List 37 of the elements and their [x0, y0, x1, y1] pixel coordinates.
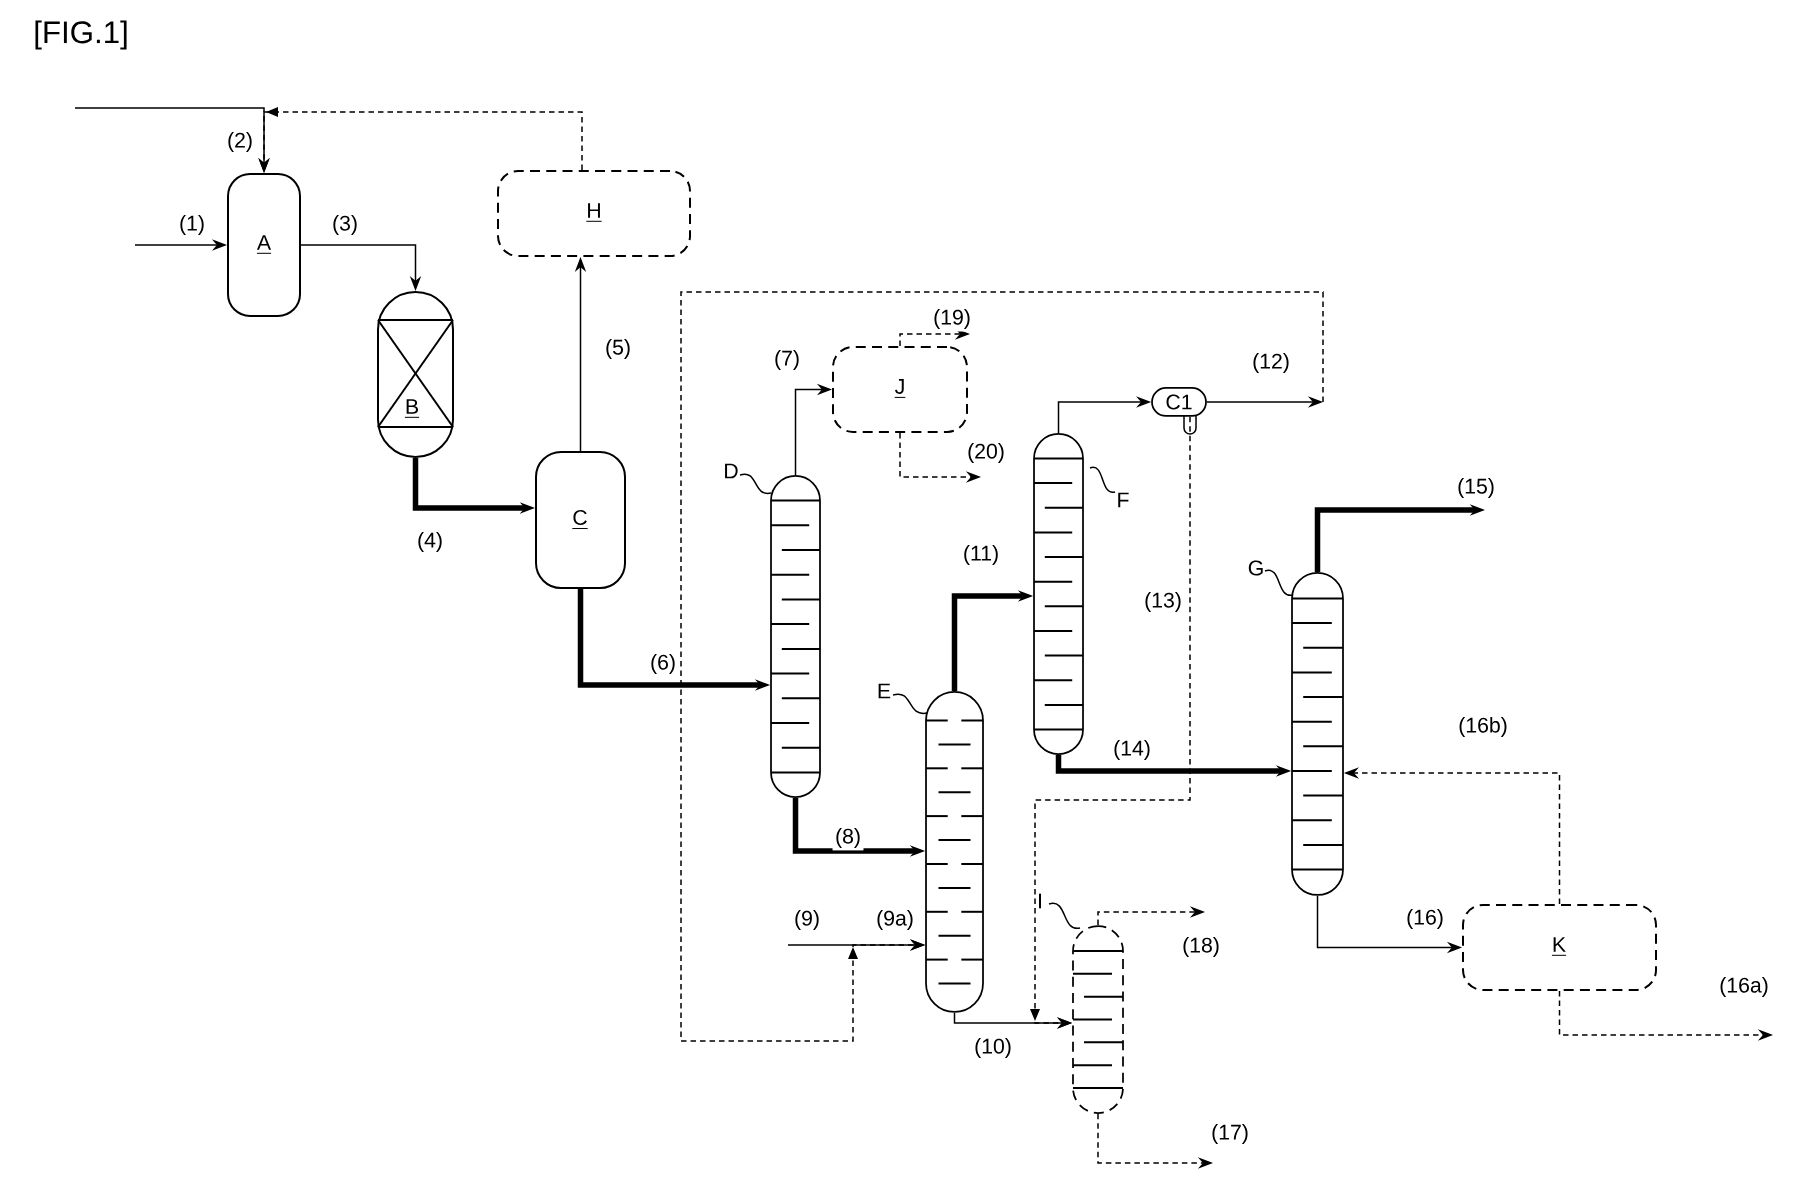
stream-number: (11) [960, 542, 1002, 568]
stream-number: (19) [930, 306, 974, 332]
stream-number: (16) [1403, 906, 1447, 932]
stream-number: (9a) [877, 910, 913, 930]
column-label: F [1118, 492, 1129, 508]
column-label: I [1039, 893, 1041, 909]
column-label: E [878, 683, 891, 699]
stream-number: (18) [1179, 934, 1223, 960]
process-box: K [1462, 904, 1657, 991]
packed-reactor: B [377, 291, 454, 458]
stream-number: (8) [832, 825, 864, 851]
stream-number: (7) [771, 347, 803, 373]
stream-number: (16a) [1716, 974, 1772, 1000]
figure-title: [FIG.1] [35, 20, 127, 50]
stream-number: (2) [224, 129, 256, 155]
vessel: A [227, 173, 301, 317]
process-box: H [497, 170, 691, 257]
stream-number: (5) [602, 336, 634, 362]
column-label: G [1248, 560, 1263, 576]
stream-number: (14) [1110, 737, 1154, 763]
stream-number: (6) [647, 651, 679, 677]
stream-number: (17) [1208, 1121, 1252, 1147]
stream-number: (15) [1454, 475, 1498, 501]
arrow [680, 291, 1324, 1042]
condenser: C1 [1151, 387, 1207, 435]
stream-number: (13) [1141, 589, 1185, 615]
column-label: D [725, 463, 738, 479]
stream-number: (3) [329, 212, 361, 238]
stream-number: (4) [414, 529, 446, 555]
stream-number: (20) [964, 440, 1008, 466]
stream-number: (10) [971, 1035, 1015, 1061]
stream-number: (1) [176, 212, 208, 238]
stream-number: (9) [791, 907, 823, 933]
stream-number: (12) [1249, 350, 1293, 376]
vessel: C [535, 451, 626, 589]
process-box: J [832, 346, 968, 433]
stream-number: (16b) [1455, 714, 1511, 740]
